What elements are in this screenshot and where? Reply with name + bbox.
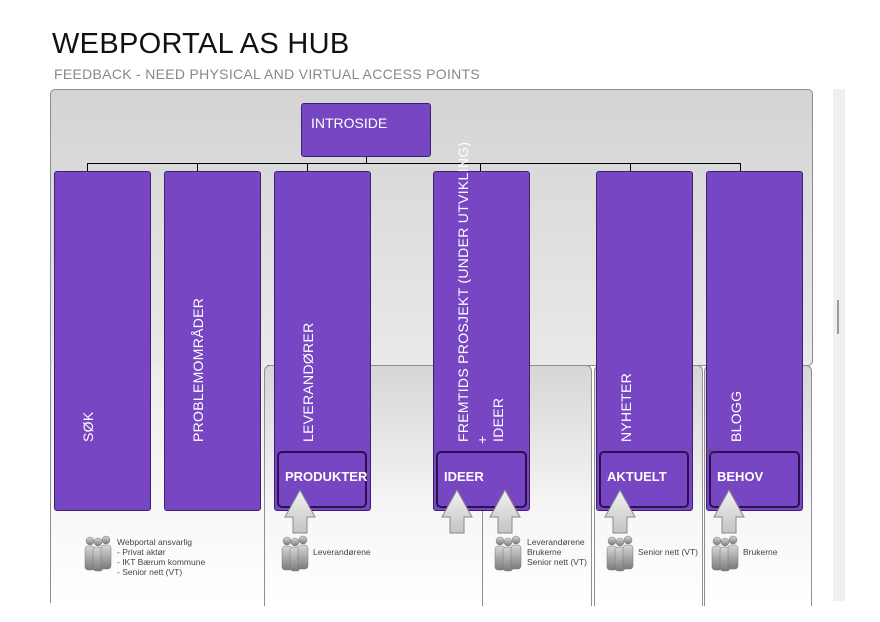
up-arrow-icon [713,488,745,534]
introside-label: INTROSIDE [311,115,388,131]
connector-drop-blogg [740,163,741,172]
connector-bar [87,163,740,164]
aktuelt-label: AKTUELT [607,469,667,484]
connector-drop-nyheter [630,163,631,172]
scrollbar-track[interactable] [833,89,845,601]
connector-trunk [366,156,367,164]
users-icon [281,535,309,572]
connector-drop-lev [307,163,308,172]
connector-drop-problem [197,163,198,172]
produkter-box[interactable]: PRODUKTER [277,451,367,508]
column-problemomrader[interactable]: PROBLEMOMRÅDER [164,171,261,511]
cursor-icon [706,447,714,455]
aktuelt-box[interactable]: AKTUELT [599,451,689,508]
up-arrow-icon [489,488,521,534]
users-webportal-title: Webportal ansvarlig [117,537,192,547]
users-ideer-line-3: Senior nett (VT) [527,557,587,567]
column-sok[interactable]: SØK [54,171,151,511]
users-webportal-line-1: - Privat aktør [117,547,166,557]
ideer-label: IDEER [444,469,484,484]
behov-label: BEHOV [717,469,764,484]
users-webportal-line-3: - Senior nett (VT) [117,567,183,577]
users-icon [711,535,739,572]
up-arrow-icon [441,488,473,534]
produkter-label: PRODUKTER [285,469,368,484]
users-ideer-line-1: Leverandørene [527,537,585,547]
scrollbar-thumb[interactable] [837,300,839,334]
users-webportal-line-2: - IKT Bærum kommune [117,557,206,567]
page-subtitle: FEEDBACK - NEED PHYSICAL AND VIRTUAL ACC… [54,66,481,82]
page-title: WEBPORTAL AS HUB [52,28,350,60]
up-arrow-icon [604,488,636,534]
users-webportal-text: Webportal ansvarlig - Privat aktør - IKT… [117,537,205,577]
users-icon [606,535,634,572]
users-ideer-text: Leverandørene Brukerne Senior nett (VT) [527,537,587,567]
users-icon [84,535,112,572]
ideer-box[interactable]: IDEER [436,451,527,508]
connector-drop-sok [87,163,88,172]
up-arrow-icon [284,488,316,534]
users-ideer-line-2: Brukerne [527,547,562,557]
introside-box[interactable]: INTROSIDE [301,103,431,157]
users-icon [494,535,522,572]
connector-drop-fremtid [480,163,481,172]
users-leverandorer-text: Leverandørene [313,547,371,557]
users-behov-text: Brukerne [743,547,778,557]
users-aktuelt-text: Senior nett (VT) [638,547,698,557]
